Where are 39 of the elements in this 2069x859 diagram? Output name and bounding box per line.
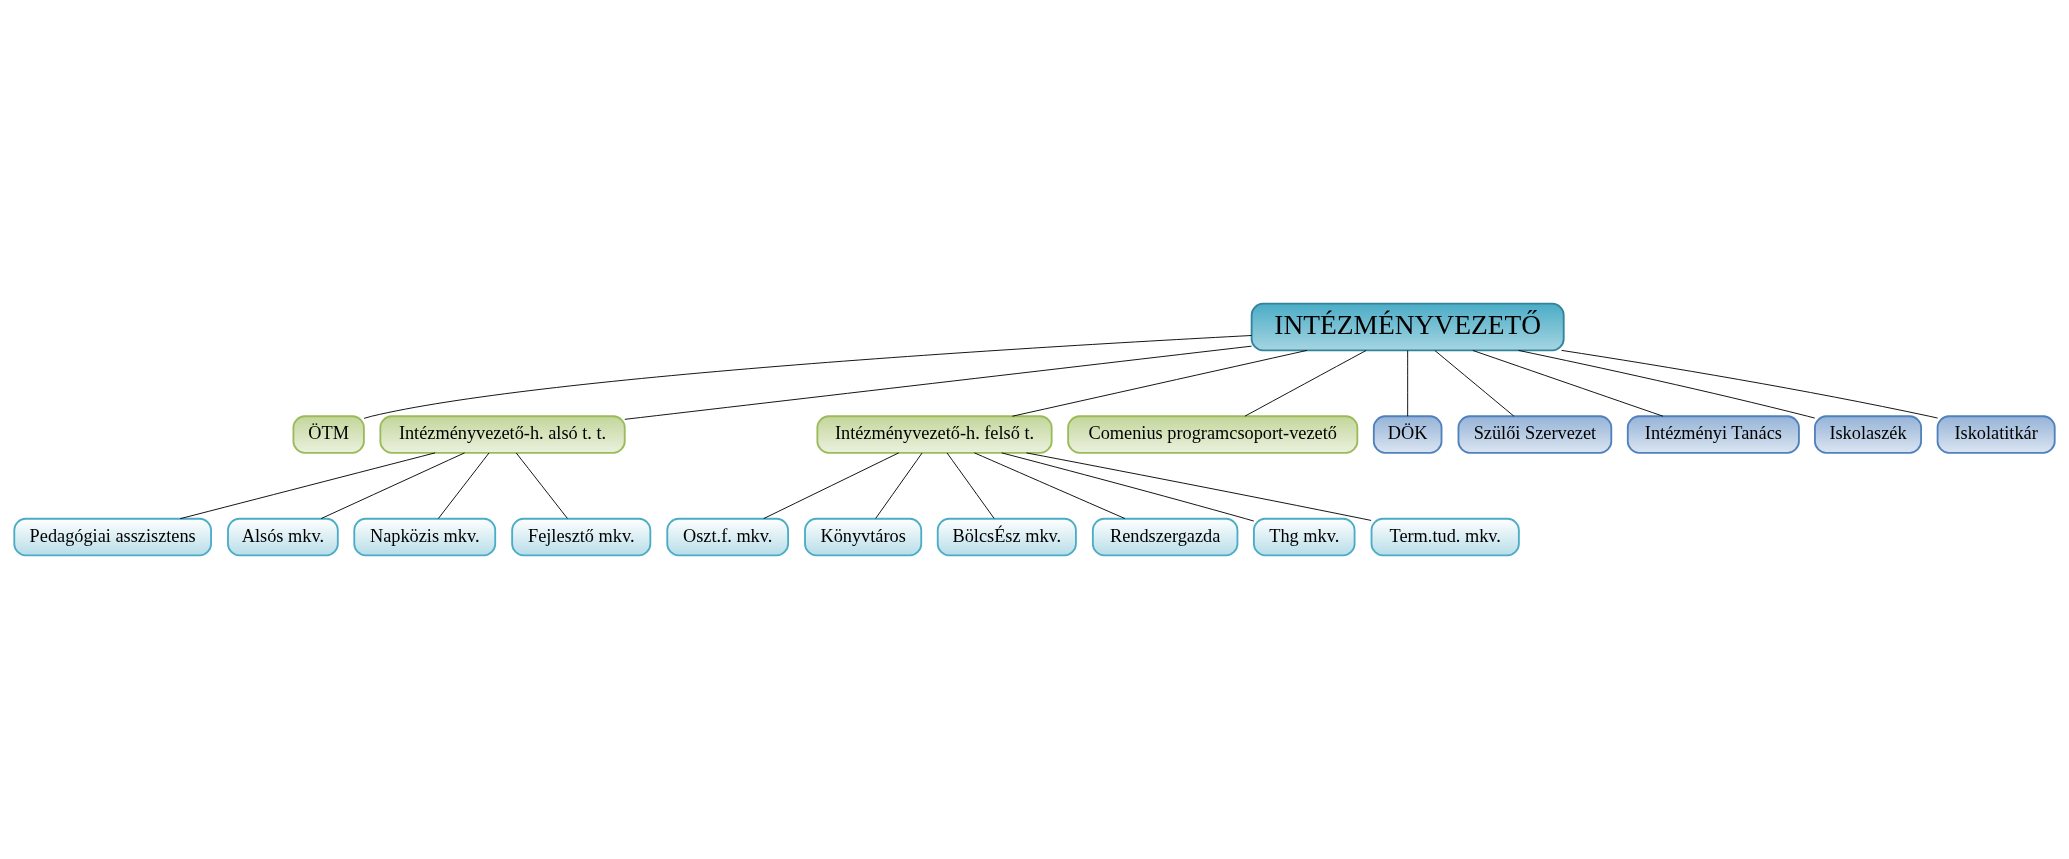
connector xyxy=(1011,349,1308,417)
connector xyxy=(1518,349,1816,419)
node-box: Alsós mkv. xyxy=(227,517,339,557)
node-box: Term.tud. mkv. xyxy=(1370,517,1520,557)
connector xyxy=(624,345,1252,420)
connector xyxy=(320,452,465,520)
node-box: Intézményvezető-h. alsó t. t. xyxy=(379,415,626,454)
connector xyxy=(1001,452,1255,522)
node-box: Comenius programcsoport-vezető xyxy=(1067,415,1359,454)
connector xyxy=(973,452,1126,520)
connector xyxy=(763,452,900,520)
connector xyxy=(946,452,995,519)
connector xyxy=(1244,350,1367,417)
connector xyxy=(1472,350,1664,417)
connector xyxy=(1561,349,1938,419)
connector xyxy=(437,452,490,519)
node-box: Intézményi Tanács xyxy=(1626,415,1800,454)
connector xyxy=(1407,350,1409,417)
node-box: Napközis mkv. xyxy=(353,517,497,557)
node-box: Thg mkv. xyxy=(1253,517,1356,557)
connector xyxy=(875,452,923,519)
node-box: BölcsÉsz mkv. xyxy=(936,517,1077,557)
connector xyxy=(1026,452,1372,521)
node-box: Szülői Szervezet xyxy=(1457,415,1613,454)
node-box: Intézményvezető-h. felső t. xyxy=(816,415,1053,454)
node-box: Iskolaszék xyxy=(1814,415,1922,454)
connector xyxy=(515,452,568,519)
node-box: Rendszergazda xyxy=(1091,517,1239,557)
node-box: Iskolatitkár xyxy=(1936,415,2056,454)
node-box: INTÉZMÉNYVEZETŐ xyxy=(1250,302,1565,352)
node-box: ÖTM xyxy=(292,415,365,454)
node-box: Oszt.f. mkv. xyxy=(666,517,789,557)
node-box: DÖK xyxy=(1372,415,1443,454)
connector xyxy=(1434,350,1515,417)
connector xyxy=(179,452,436,520)
node-box: Pedagógiai asszisztens xyxy=(13,517,212,557)
connector xyxy=(363,335,1252,419)
node-box: Fejlesztő mkv. xyxy=(511,517,652,557)
node-box: Könyvtáros xyxy=(804,517,923,557)
